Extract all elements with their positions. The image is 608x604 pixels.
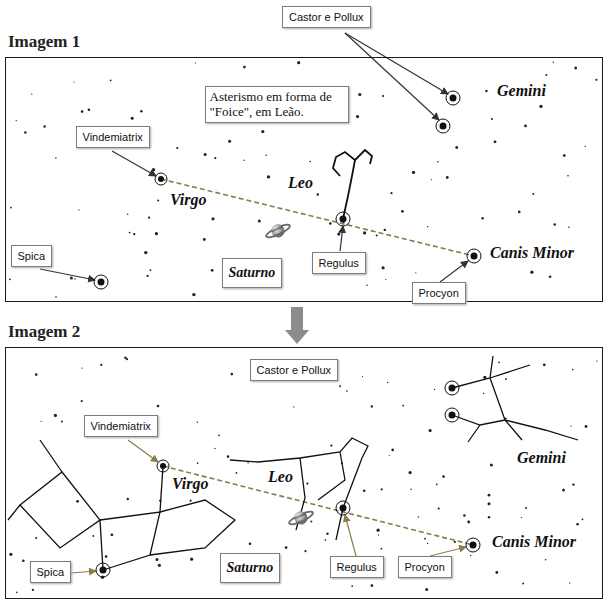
saturn-icon [286,507,315,530]
label-box: Spica [11,245,53,267]
box-label: Spica [18,250,46,262]
box-label: Regulus [319,257,359,269]
label-box: Asterismo em forma de "Foice", em Leão. [205,86,349,123]
panel-heading: Imagem 1 [8,32,80,52]
constellation-name: Leo [288,174,313,192]
box-label: Castor e Pollux [289,11,364,23]
box-label: Vindemiatrix [83,131,143,143]
box-label: Regulus [337,561,377,573]
box-label: Castor e Pollux [257,364,332,376]
constellation-name: Virgo [170,191,206,209]
constellation-name: Canis Minor [492,533,576,551]
label-box: Spica [30,561,72,583]
box-label: Procyon [405,561,445,573]
constellation-name: Gemini [497,82,546,100]
label-box: Procyon [412,282,466,304]
label-box: Vindemiatrix [84,415,158,437]
label-box: Castor e Pollux [250,359,339,381]
label-box: Castor e Pollux [282,6,371,28]
arrow-shape [285,307,309,344]
leader-lines [40,33,468,282]
constellation-lines [8,356,578,570]
label-box: Regulus [312,252,366,274]
box-label: Vindemiatrix [91,420,151,432]
label-box: Regulus [330,556,384,578]
constellation-name: Leo [268,468,293,486]
box-label: Procyon [419,287,459,299]
box-label: Saturno [229,265,276,280]
box-label: Asterismo em forma de "Foice", em Leão. [210,89,332,120]
saturn-icon [263,220,292,243]
box-label: Spica [37,566,65,578]
label-box: Saturno [220,553,281,583]
constellation-name: Virgo [172,475,208,493]
constellation-name: Gemini [517,449,566,467]
label-box: Vindemiatrix [76,126,150,148]
highlighted-stars [96,381,480,577]
ecliptic-dashed-line [163,466,473,545]
sickle-asterism [333,150,372,219]
ecliptic-dashed-line [161,179,474,256]
constellation-name: Canis Minor [490,244,574,262]
label-box: Saturno [222,258,283,288]
box-label: Saturno [227,560,274,575]
panel-heading: Imagem 2 [8,322,80,342]
image-panel: Imagem 2Castor e PolluxVindemiatrixSatur… [5,347,603,599]
label-box: Procyon [398,556,452,578]
block-arrow [285,307,309,344]
